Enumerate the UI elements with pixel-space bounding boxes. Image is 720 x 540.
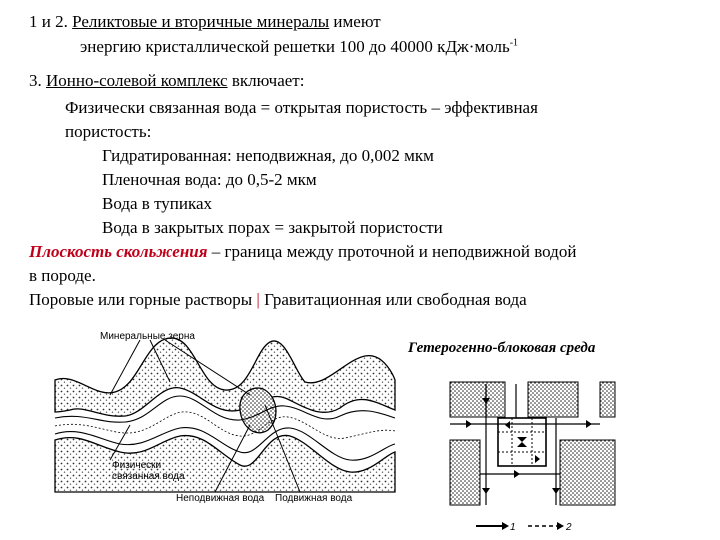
text-line-1-suffix: имеют <box>329 12 381 31</box>
label-immobile-water: Неподвижная вода <box>176 493 265 504</box>
label-bound-water-1: Физически <box>112 460 161 471</box>
text-line-2-main: энергию кристаллической решетки 100 до 4… <box>80 37 510 56</box>
text-line-10: Плоскость скольжения – граница между про… <box>29 242 576 262</box>
text-line-12: Поровые или горные растворы | Гравитацио… <box>29 290 527 310</box>
text-line-11: в породе. <box>29 266 96 285</box>
slip-plane-term: Плоскость скольжения <box>29 242 208 261</box>
mineral-grain-lower <box>54 434 396 493</box>
text-line-10-rest: – граница между проточной и неподвижной … <box>207 242 577 261</box>
text-line-8: Вода в тупиках <box>102 194 213 213</box>
label-mobile-water: Подвижная вода <box>275 493 353 504</box>
text-line-3-prefix: 3. <box>29 71 46 90</box>
text-line-2: энергию кристаллической решетки 100 до 4… <box>80 37 518 57</box>
text-line-2-sup: -1 <box>509 37 519 49</box>
text-line-6: Гидратированная: неподвижная, до 0,002 м… <box>102 146 434 165</box>
legend-dashed-arrow <box>528 522 564 530</box>
text-line-1: 1 и 2. Реликтовые и вторичные минералы и… <box>29 12 381 32</box>
text-line-4: Физически связанная вода = открытая пори… <box>65 98 538 117</box>
mineral-grain-upper <box>54 337 396 417</box>
text-line-12-a: Поровые или горные растворы <box>29 290 257 309</box>
water-pointer-lines <box>109 404 301 493</box>
label-mineral-grains: Минеральные зерна <box>100 331 195 342</box>
text-line-5: пористость: <box>65 122 152 141</box>
separator-bar: | <box>256 290 260 309</box>
legend-label-2: 2 <box>565 522 572 533</box>
text-line-12-b: Гравитационная или свободная вода <box>259 290 527 309</box>
mineral-grain-center <box>239 387 277 434</box>
text-line-3-suffix: включает: <box>227 71 305 90</box>
block-medium-caption: Гетерогенно-блоковая среда <box>408 340 596 356</box>
bound-water-film-lower <box>54 427 396 461</box>
text-line-1-prefix: 1 и 2. <box>29 12 73 31</box>
label-bound-water-2: связанная вода <box>112 471 185 482</box>
text-line-7: Пленочная вода: до 0,5-2 мкм <box>102 170 317 189</box>
relict-minerals-link[interactable]: Реликтовые и вторичные минералы <box>72 12 330 31</box>
grain-pointer-lines <box>109 339 251 396</box>
ion-salt-complex-link[interactable]: Ионно-солевой комплекс <box>46 71 228 90</box>
legend-solid-arrow <box>476 522 509 530</box>
bound-water-film-upper <box>54 395 396 423</box>
text-line-9: Вода в закрытых порах = закрытой пористо… <box>102 218 443 237</box>
text-line-3: 3. Ионно-солевой комплекс включает: <box>29 71 304 91</box>
block-medium-diagram <box>449 381 616 506</box>
legend-label-1: 1 <box>510 522 516 533</box>
mobile-water-line <box>54 411 396 439</box>
